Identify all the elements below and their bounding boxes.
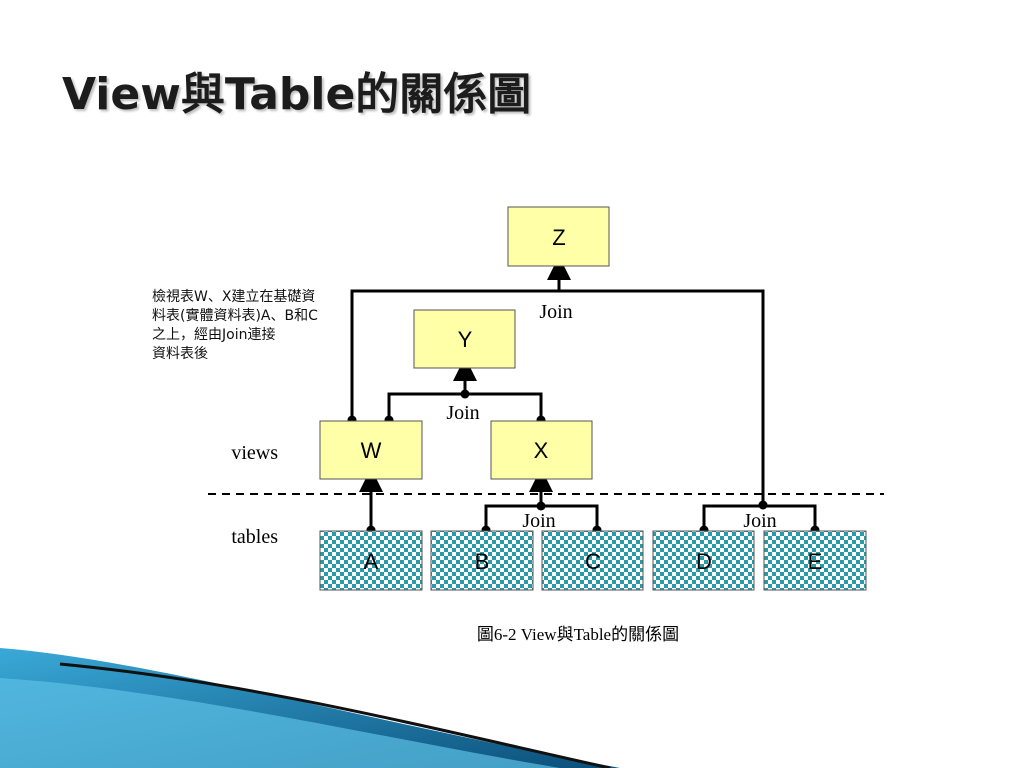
table-c xyxy=(541,530,644,591)
join-label-y: Join xyxy=(446,402,479,424)
node-z xyxy=(507,206,610,267)
node-x-label: X xyxy=(534,438,549,463)
join-dot xyxy=(536,501,546,511)
table-a xyxy=(319,530,423,591)
tables-label: tables xyxy=(231,526,278,548)
table-d xyxy=(652,530,755,591)
table-e xyxy=(763,530,867,591)
join-label-de: Join xyxy=(743,510,776,532)
join-dot xyxy=(758,500,768,510)
slide-title: View與Table的關係圖 xyxy=(62,69,532,120)
table-b-label: B xyxy=(475,549,490,574)
views-label: views xyxy=(231,442,278,464)
node-x xyxy=(490,420,593,480)
table-d-label: D xyxy=(696,549,712,574)
annotation-note: 檢視表W、X建立在基礎資 料表(實體資料表)A、B和C 之上，經由Join連接 … xyxy=(152,289,318,362)
node-z-label: Z xyxy=(552,225,565,250)
node-w xyxy=(319,420,423,480)
join-dot xyxy=(460,389,470,399)
join-label-z: Join xyxy=(539,301,572,323)
decorative-swoosh xyxy=(0,648,620,768)
table-e-label: E xyxy=(808,549,823,574)
node-w-label: W xyxy=(361,438,382,463)
table-a-label: A xyxy=(364,549,379,574)
table-b xyxy=(430,530,534,591)
node-y xyxy=(413,309,516,369)
table-c-label: C xyxy=(585,549,601,574)
figure-caption: 圖6-2 View與Table的關係圖 xyxy=(477,625,679,644)
join-label-x: Join xyxy=(522,510,555,532)
node-y-label: Y xyxy=(458,327,473,352)
